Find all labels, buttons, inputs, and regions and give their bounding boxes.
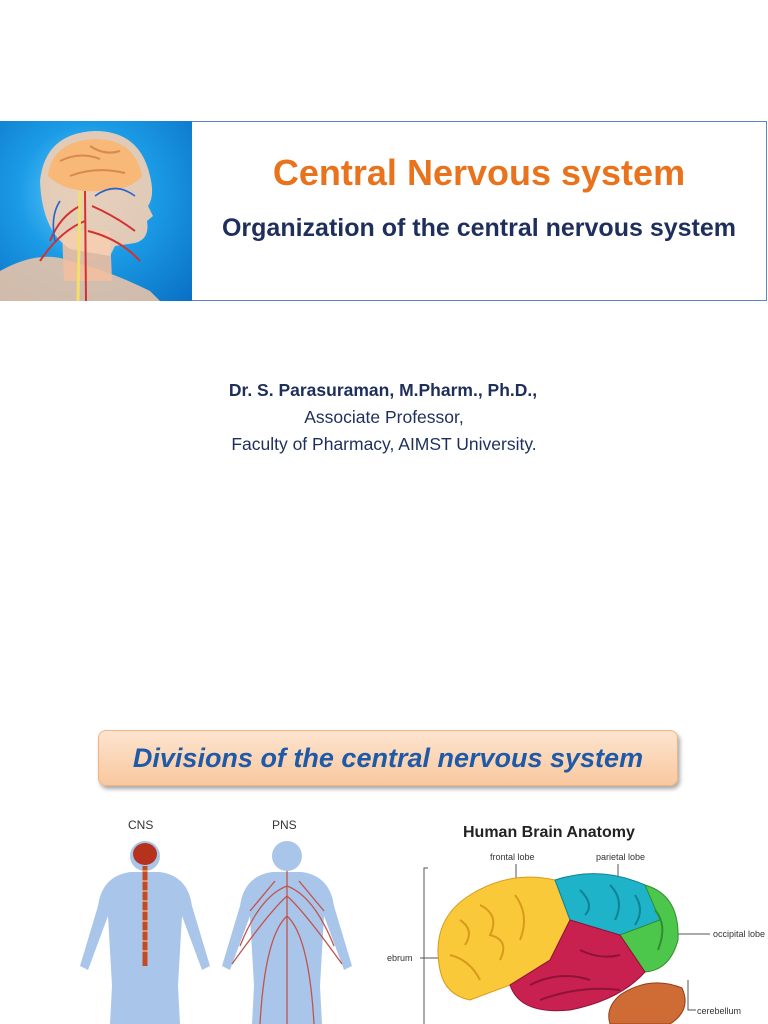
parietal-lobe-label: parietal lobe	[596, 852, 646, 862]
cns-label: CNS	[128, 818, 154, 832]
brain-anatomy-title: Human Brain Anatomy	[463, 824, 635, 841]
title-banner: Central Nervous system Organization of t…	[192, 121, 767, 301]
pns-body-figure	[222, 841, 352, 1024]
cns-body-figure	[80, 841, 210, 1024]
pns-label: PNS	[272, 818, 297, 832]
title-slide: Central Nervous system Organization of t…	[0, 121, 768, 461]
author-position: Associate Professor,	[304, 407, 464, 427]
cns-pns-body-figures	[80, 841, 352, 1024]
author-name: Dr. S. Parasuraman, M.Pharm., Ph.D.,	[228, 380, 538, 400]
occipital-lobe-label: occipital lobe	[713, 929, 766, 939]
slide-subtitle: Organization of the central nervous syst…	[221, 214, 736, 242]
head-nervous-system-illustration	[0, 121, 192, 301]
frontal-lobe-label: frontal lobe	[490, 852, 535, 862]
slide-title: Central Nervous system	[272, 152, 686, 193]
cerebellum-label: cerebellum	[697, 1006, 742, 1016]
head-illustration-svg	[0, 131, 160, 301]
divisions-heading: Divisions of the central nervous system	[98, 730, 678, 786]
author-affiliation: Faculty of Pharmacy, AIMST University.	[231, 434, 537, 454]
cerebrum-label: ebrum	[387, 953, 413, 963]
author-block: Dr. S. Parasuraman, M.Pharm., Ph.D., Ass…	[0, 380, 768, 461]
brain-lobes-illustration	[420, 864, 710, 1024]
